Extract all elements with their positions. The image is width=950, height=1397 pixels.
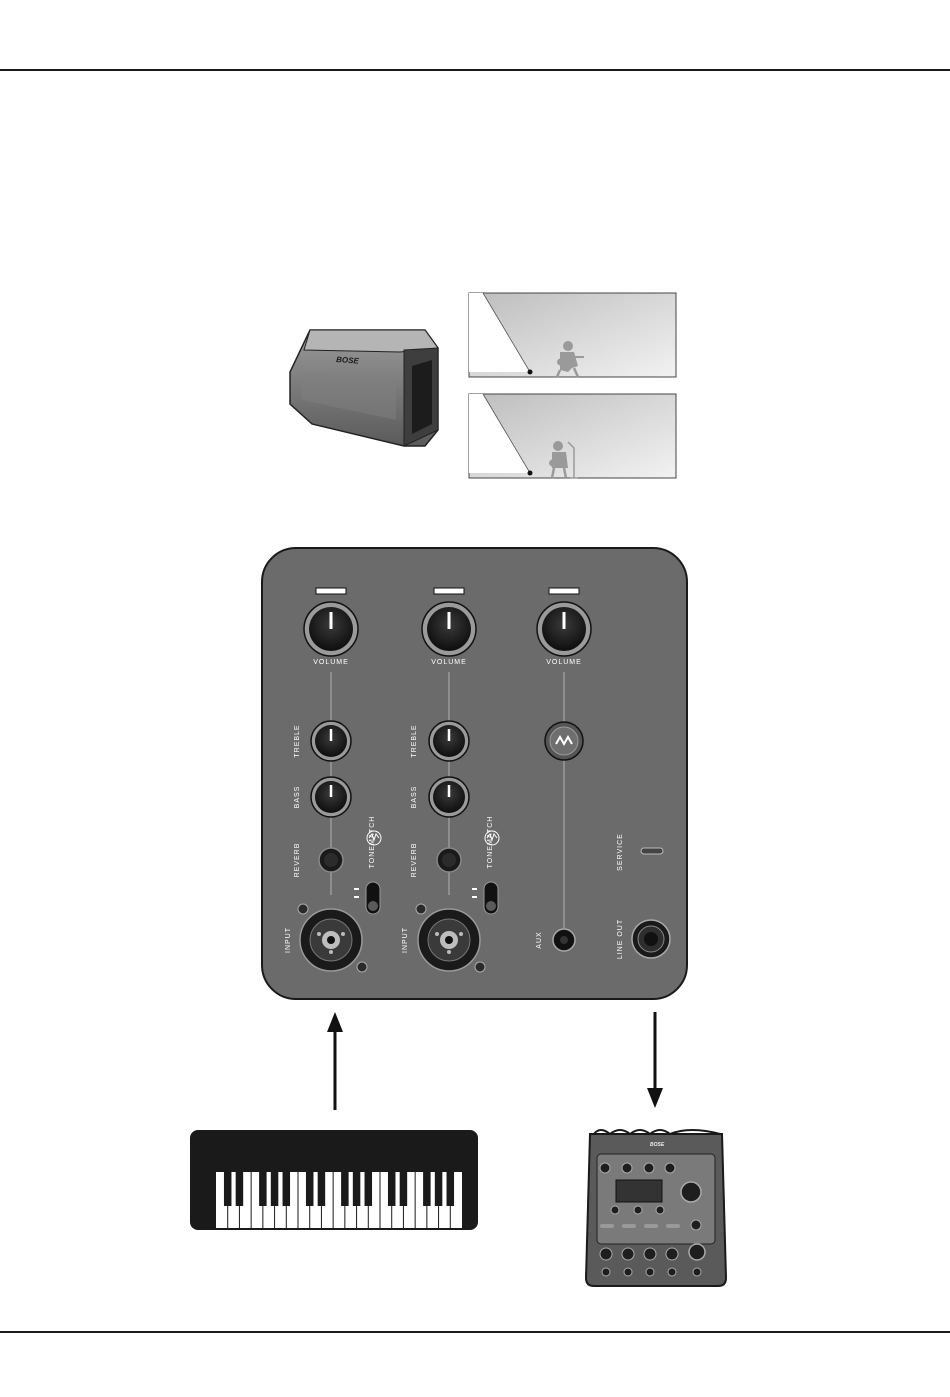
channel-2-bass-knob[interactable] <box>429 777 469 817</box>
channel-1-treble-knob[interactable] <box>311 721 351 761</box>
channel-2-treble-label: TREBLE <box>411 724 418 757</box>
channel-2-treble-knob[interactable] <box>429 721 469 761</box>
channel-2-bass-label: BASS <box>411 786 418 809</box>
channel-2-reverb-label: REVERB <box>411 843 418 878</box>
black-key <box>353 1172 360 1206</box>
black-key <box>224 1172 231 1206</box>
channel-3-volume-knob[interactable] <box>537 602 591 656</box>
black-key <box>447 1172 454 1206</box>
service-label: SERVICE <box>617 833 624 871</box>
channel-1-volume-label: VOLUME <box>313 659 349 666</box>
channel-1-reverb-label: REVERB <box>294 843 301 878</box>
black-key <box>259 1172 266 1206</box>
speaker-position-marker <box>528 370 533 375</box>
mixer-main-knob <box>681 1182 701 1202</box>
black-key <box>400 1172 407 1206</box>
channel-1-bass-knob[interactable] <box>311 777 351 817</box>
speaker-position-marker <box>528 471 533 476</box>
black-key <box>283 1172 290 1206</box>
channel-1-treble-label: TREBLE <box>294 724 301 757</box>
channel-1-signal-indicator <box>316 588 346 594</box>
black-key <box>365 1172 372 1206</box>
control-panel: VOLUME TREBLE BASS REVERB TONEMATCH <box>262 548 687 999</box>
channel-1-reverb-knob[interactable] <box>319 848 343 872</box>
black-key <box>318 1172 325 1206</box>
channel-2-input-label: INPUT <box>402 927 409 953</box>
channel-1-bass-label: BASS <box>294 786 301 809</box>
black-key <box>271 1172 278 1206</box>
seated-performer-scene <box>469 293 676 377</box>
mixer-display <box>616 1180 662 1202</box>
black-key <box>388 1172 395 1206</box>
input-arrow <box>327 1012 343 1110</box>
line-out-jack[interactable] <box>632 920 670 958</box>
performer-with-microphone-scene <box>469 394 676 478</box>
speaker-logo: BOSE <box>336 355 360 366</box>
channel-1-tonematch-label: TONEMATCH <box>369 816 376 869</box>
black-key <box>306 1172 313 1206</box>
channel-3-volume-label: VOLUME <box>546 659 582 666</box>
channel-2-tonematch-label: TONEMATCH <box>487 816 494 869</box>
channel-3-signal-indicator <box>549 588 579 594</box>
channel-2-signal-indicator <box>434 588 464 594</box>
speaker-illustration: BOSE <box>290 330 438 446</box>
black-key <box>435 1172 442 1206</box>
channel-1-volume-knob[interactable] <box>304 602 358 656</box>
output-arrow <box>647 1012 663 1108</box>
service-port[interactable] <box>641 848 663 854</box>
black-key <box>236 1172 243 1206</box>
black-key <box>423 1172 430 1206</box>
channel-1-input-label: INPUT <box>285 927 292 953</box>
keyboard-illustration <box>190 1130 478 1230</box>
mixer-logo: BOSE <box>650 1142 665 1148</box>
aux-label: AUX <box>536 931 543 948</box>
bluetooth-pairing-button[interactable] <box>545 722 583 760</box>
black-key <box>341 1172 348 1206</box>
channel-2-reverb-knob[interactable] <box>437 848 461 872</box>
aux-input-jack[interactable] <box>553 929 575 951</box>
channel-2-volume-knob[interactable] <box>422 602 476 656</box>
line-out-label: LINE OUT <box>617 919 624 959</box>
mixer-illustration: BOSE <box>586 1130 726 1286</box>
channel-2-volume-label: VOLUME <box>431 659 467 666</box>
